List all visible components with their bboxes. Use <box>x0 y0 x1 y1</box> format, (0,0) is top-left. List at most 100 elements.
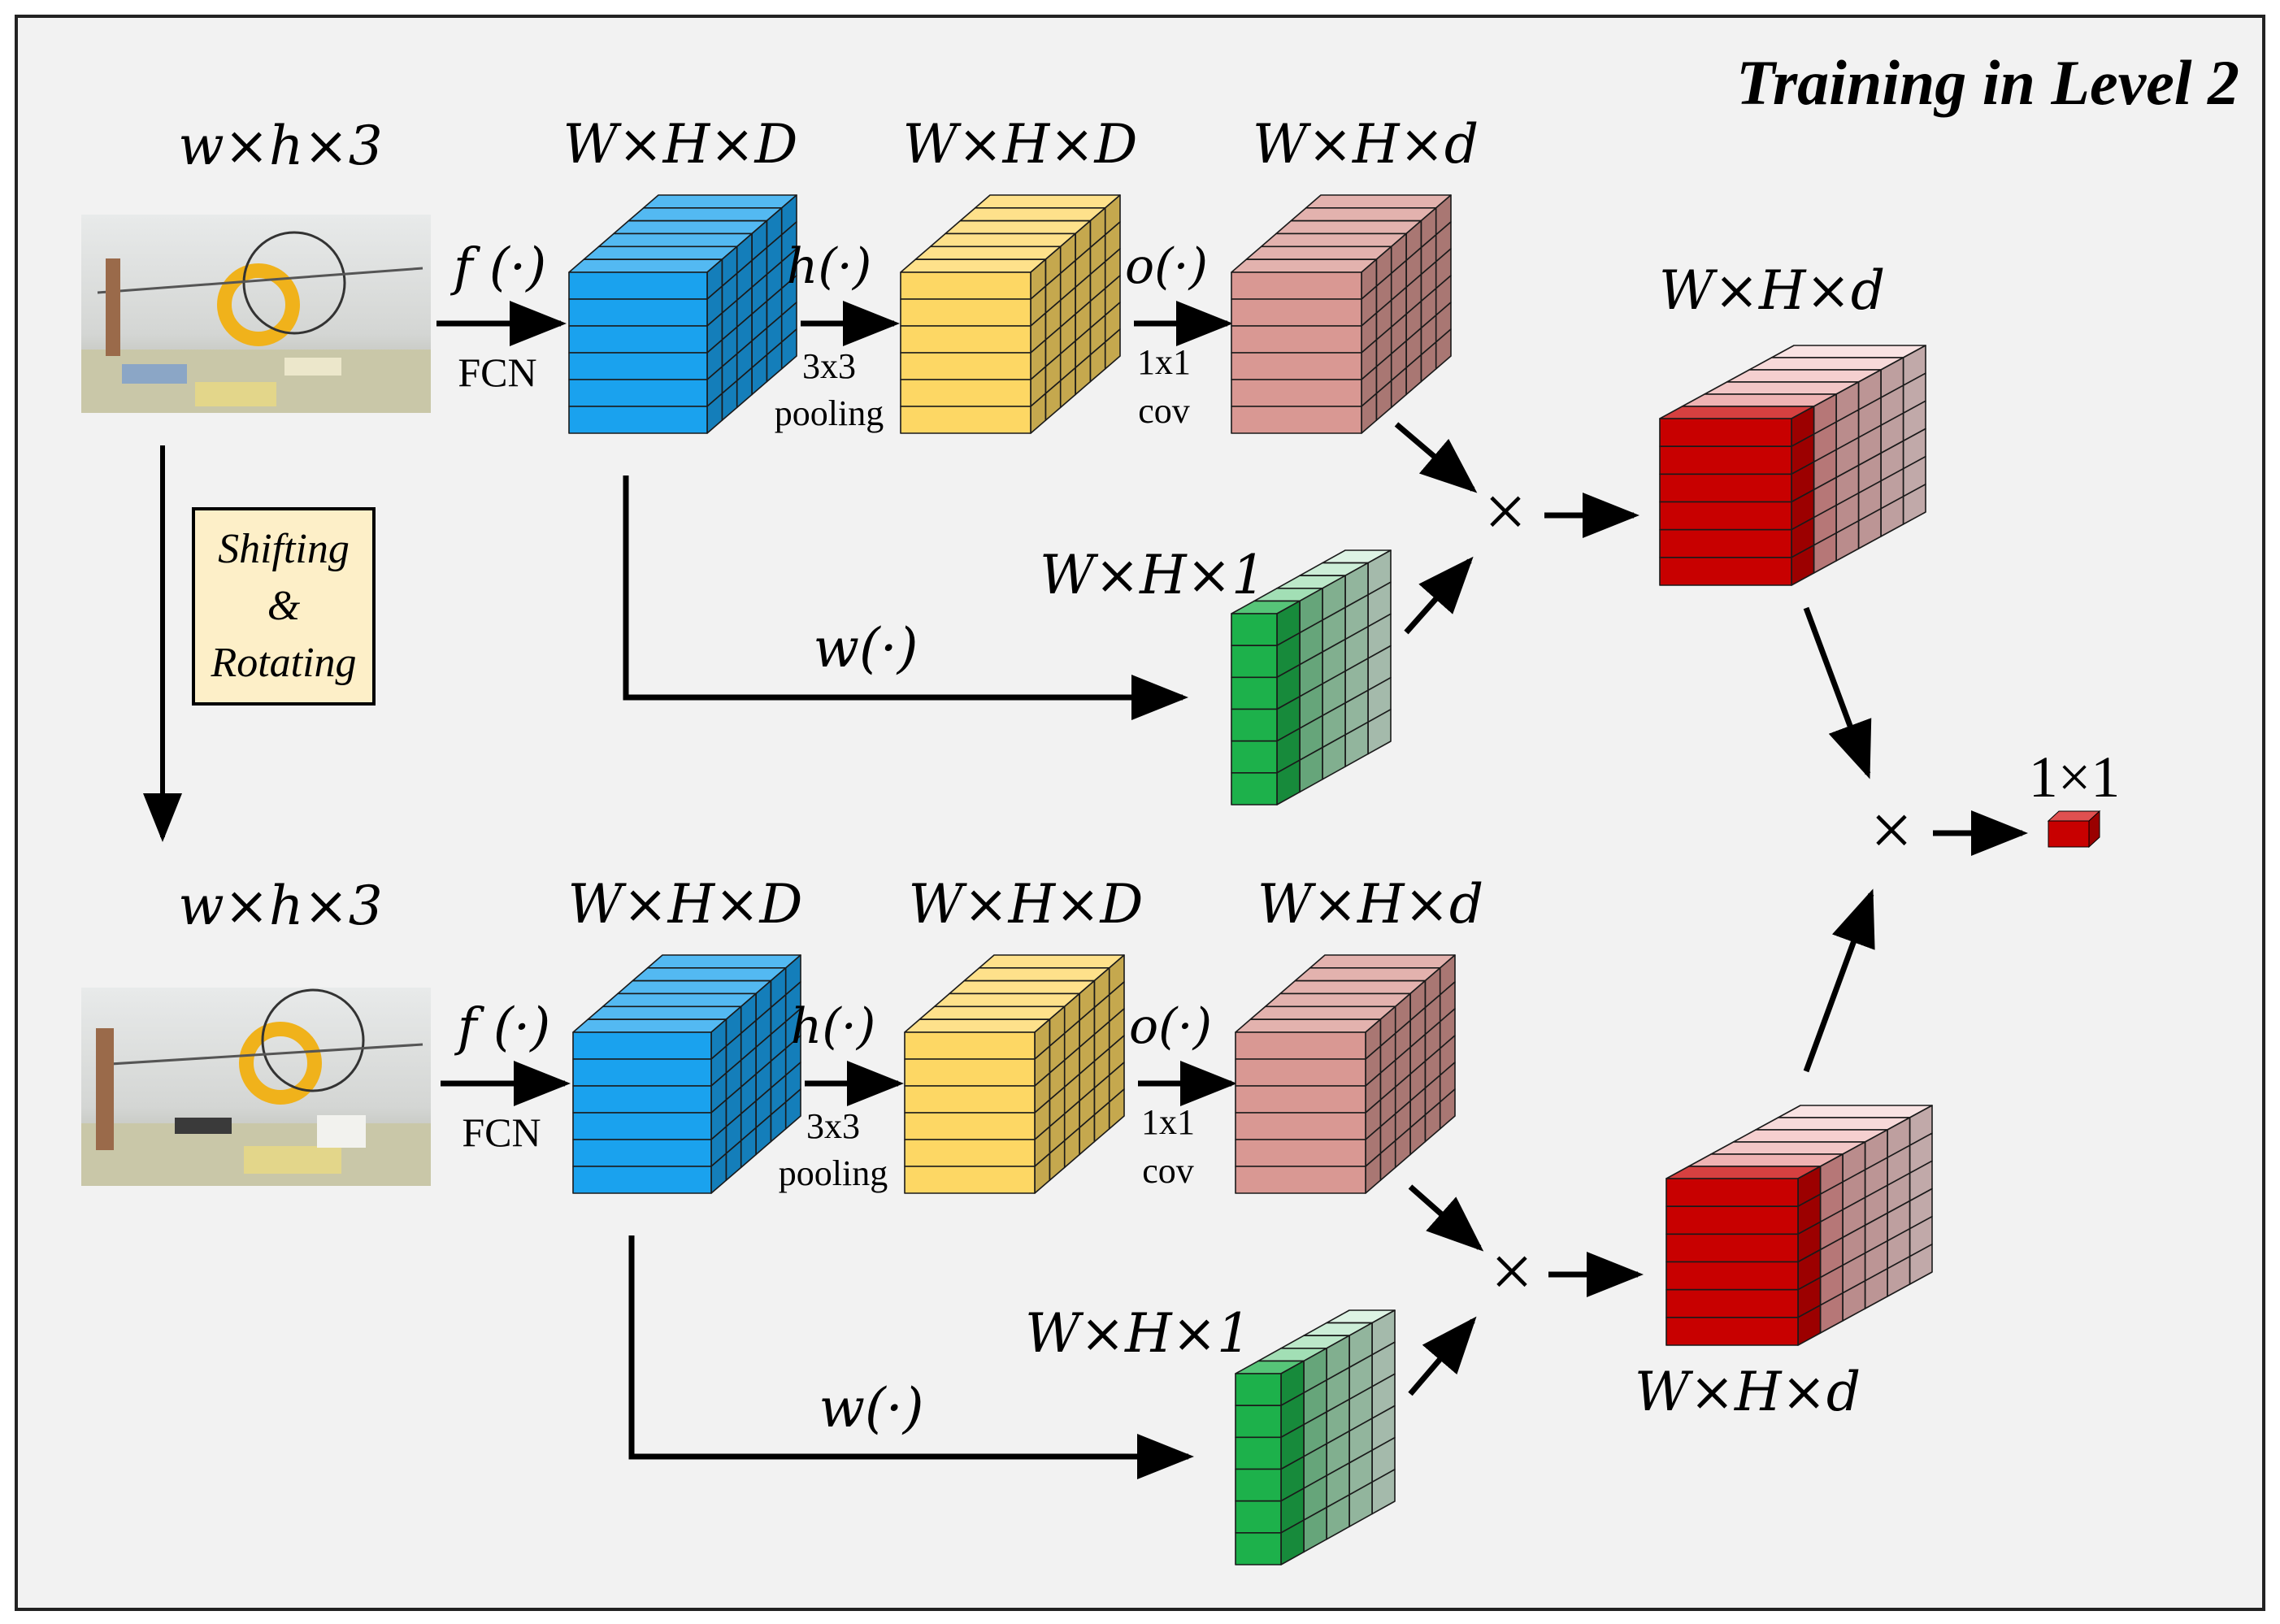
top-pool-block <box>900 194 1121 434</box>
top-h-label: h(·) <box>787 238 872 295</box>
block-face <box>1231 708 1278 742</box>
block-face <box>1249 1005 1396 1020</box>
bottom-w-label: w(·) <box>819 1377 924 1439</box>
block-face <box>904 1112 1036 1140</box>
bottom-weight-dims: W×H×1 <box>1025 1302 1251 1365</box>
block-face <box>929 232 1076 248</box>
block-face <box>1748 357 1904 371</box>
block-face <box>1732 1129 1888 1143</box>
block-face <box>583 245 738 260</box>
bottom-conv-dims: W×H×d <box>1257 873 1483 936</box>
top-h-sub1: 3x3 <box>802 346 856 386</box>
top-product-dims: W×H×d <box>1659 259 1885 322</box>
output-dims: 1×1 <box>2029 745 2121 810</box>
block-face <box>904 1085 1036 1114</box>
top-fcn-dims: W×H×D <box>563 113 798 176</box>
bottom-o-sub2: cov <box>1142 1151 1194 1191</box>
bottom-product-to-final-arrow <box>1803 888 1875 1073</box>
block-face <box>1665 1178 1799 1207</box>
bottom-input-image <box>81 988 431 1186</box>
block-face <box>1665 1288 1799 1318</box>
top-w-label: w(·) <box>814 617 919 680</box>
block-face <box>1231 676 1278 710</box>
bottom-product-dims: W×H×d <box>1635 1361 1861 1423</box>
bottom-w-arrow <box>628 1235 1194 1479</box>
block-face <box>1770 345 1926 358</box>
shift-box-line1: Shifting <box>218 526 350 572</box>
block-face <box>1231 298 1362 327</box>
block-face <box>900 271 1031 300</box>
top-product-to-final-arrow <box>1803 606 1872 779</box>
bottom-weight-to-mult-arrow <box>1408 1316 1477 1396</box>
block-face <box>1235 1139 1366 1167</box>
block-face <box>632 967 787 982</box>
shift-box-line2: & <box>267 583 301 629</box>
block-face <box>1245 245 1392 260</box>
block-face <box>1681 393 1837 407</box>
block-face <box>933 992 1080 1008</box>
bottom-product-block <box>1665 1105 1933 1346</box>
block-face <box>1290 207 1437 222</box>
block-face <box>1231 379 1362 407</box>
block-face <box>1294 967 1441 982</box>
block-face <box>1235 1166 1366 1194</box>
block-face <box>1231 645 1278 679</box>
bottom-h-sub1: 3x3 <box>806 1106 860 1146</box>
block-face <box>900 258 1047 273</box>
block-face <box>1275 219 1422 235</box>
block-face <box>963 967 1110 982</box>
block-face <box>568 379 708 407</box>
top-multiply: × <box>1484 470 1527 553</box>
block-face <box>900 298 1031 327</box>
block-face <box>974 194 1121 209</box>
top-row: w×h×3 f (·) FCN W×H×D h(·) 3x3 pooling W… <box>81 113 1926 805</box>
top-f-sub: FCN <box>458 350 536 395</box>
block-face <box>1659 557 1792 586</box>
block-face <box>904 1058 1036 1087</box>
top-pool-dims: W×H×D <box>903 113 1138 176</box>
bottom-conv-to-mult-arrow <box>1408 1184 1484 1252</box>
block-face <box>646 954 801 969</box>
top-input-dims: w×h×3 <box>178 115 383 177</box>
block-face <box>1305 194 1452 209</box>
shift-box-line3: Rotating <box>210 640 356 686</box>
block-face <box>568 325 708 354</box>
block-face <box>568 271 708 300</box>
block-face <box>572 1112 712 1140</box>
block-face <box>919 1005 1066 1020</box>
block-face <box>900 325 1031 354</box>
top-conv-dims: W×H×d <box>1253 113 1479 176</box>
top-o-sub2: cov <box>1138 391 1190 431</box>
block-face <box>914 245 1062 260</box>
block-face <box>568 298 708 327</box>
block-face <box>904 1018 1051 1033</box>
block-face <box>1777 1105 1933 1118</box>
bottom-row: w×h×3 f (·) FCN W×H×D h(·) 3x3 pooling W… <box>81 873 1933 1565</box>
block-face <box>1235 1085 1366 1114</box>
block-face <box>1704 381 1860 395</box>
top-conv-to-mult-arrow <box>1394 422 1478 493</box>
final-multiply: × <box>1870 788 1913 871</box>
block-face <box>1659 473 1792 503</box>
block-face <box>1235 1405 1282 1439</box>
output-block <box>2047 810 2101 849</box>
shift-rotate-box: Shifting & Rotating <box>192 507 376 706</box>
top-w-arrow <box>623 475 1188 720</box>
block-face <box>1235 1500 1282 1534</box>
block-face <box>1235 1373 1282 1406</box>
bottom-multiply: × <box>1491 1230 1533 1313</box>
top-product-block <box>1659 345 1926 586</box>
block-face <box>1665 1317 1799 1346</box>
bottom-f-label: f (·) <box>454 997 550 1057</box>
block-face <box>1231 406 1362 434</box>
block-face <box>597 232 753 248</box>
block-face <box>1231 271 1362 300</box>
block-face <box>1659 406 1815 419</box>
block-face <box>1665 1205 1799 1235</box>
block-face <box>978 954 1125 969</box>
block-face <box>1231 258 1378 273</box>
block-face <box>1231 772 1278 805</box>
block-face <box>1231 352 1362 380</box>
bottom-fcn-dims: W×H×D <box>568 873 803 936</box>
block-face <box>617 979 772 995</box>
